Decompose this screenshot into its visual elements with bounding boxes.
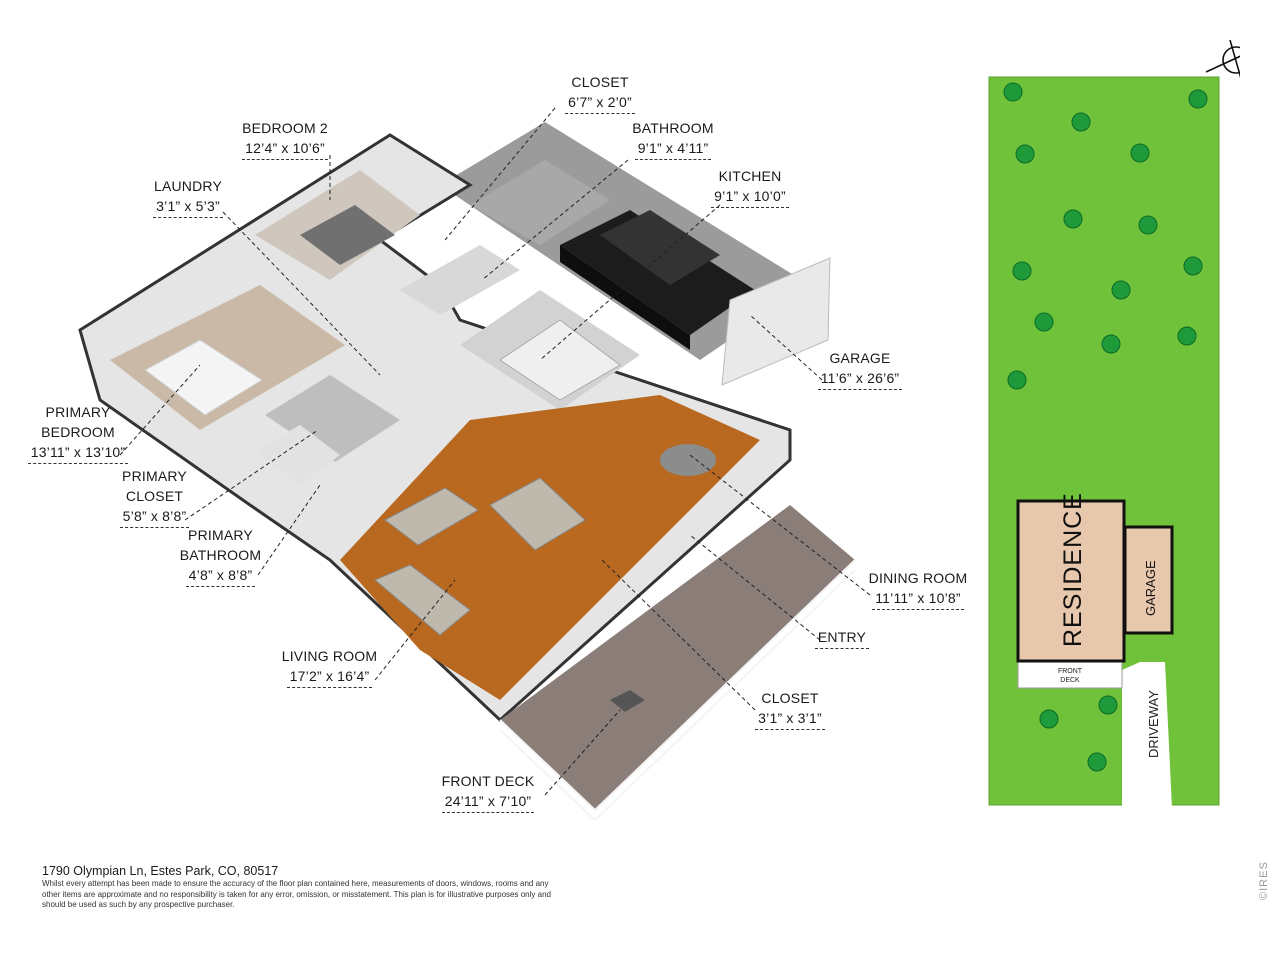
bathroom-floor [400,245,520,315]
room-dimensions: 5’8” x 8’8” [119,506,190,528]
tree-icons [1003,82,1208,772]
room-dimensions: 3’1” x 5’3” [153,196,223,218]
room-name: CLOSET [125,488,184,504]
lawn [988,76,1220,806]
room-label-kitchen: KITCHEN 9’1” x 10’0” [695,166,805,208]
residence-footprint [1016,499,1126,663]
room-dimensions: 24’11” x 7’10” [441,791,535,813]
room-label-front-deck: FRONT DECK 24’11” x 7’10” [428,771,548,813]
room-name: PRIMARY [45,404,111,420]
room-name: KITCHEN [718,168,782,184]
room-dimensions: 17’2” x 16’4” [286,666,373,688]
garage-label: GARAGE [1143,560,1158,616]
room-label-garage: GARAGE 11’6” x 26’6” [805,348,915,390]
dining-table [660,444,716,476]
room-dimensions: 9’1” x 10’0” [711,186,789,208]
room-name: PRIMARY [122,468,187,484]
kitchen-counter [499,319,621,401]
room-dimensions: 4’8” x 8’8” [185,565,256,587]
bedroom2-bed [300,205,395,265]
sofa [374,564,471,636]
deck-railing [499,559,856,821]
room-label-primary-closet: PRIMARY CLOSET 5’8” x 8’8” [102,466,207,528]
driveway [1122,662,1172,808]
room-name: CLOSET [761,690,819,706]
disclaimer: Whilst every attempt has been made to en… [42,879,551,910]
compass-icon [1205,39,1240,78]
leader-lines [119,107,871,796]
site-front-deck-label-2: DECK [1060,677,1080,684]
room-label-living-room: LIVING ROOM 17’2” x 16’4” [272,646,387,688]
room-label-laundry: LAUNDRY 3’1” x 5’3” [138,176,238,218]
site-front-deck-label-1: FRONT [1058,668,1083,675]
room-name: BEDROOM [41,424,115,440]
site-plan: N DRIVEWAY FRONT DECK RESIDENCE GARAGE [988,39,1240,808]
floor-plan-illustration [78,107,871,821]
deck-table [610,690,645,712]
room-name: BATHROOM [179,547,262,563]
room-label-primary-bathroom: PRIMARY BATHROOM 4’8” x 8’8” [168,525,273,587]
room-label-closet-entry: CLOSET 3’1” x 3’1” [745,688,835,730]
room-label-bathroom: BATHROOM 9’1” x 4’11” [618,118,728,160]
room-name: FRONT DECK [441,773,535,789]
room-dimensions: 11’6” x 26’6” [817,368,903,390]
room-name: BEDROOM 2 [242,120,328,136]
site-front-deck [1017,661,1123,689]
sofa [384,487,479,546]
room-label-entry: ENTRY [812,627,872,649]
room-label-primary-bedroom: PRIMARY BEDROOM 13’11” x 13’10” [18,402,138,464]
room-dimensions: 3’1” x 3’1” [755,708,825,730]
front-deck [500,505,855,810]
primary-closet-floor [265,375,400,462]
room-name: DINING ROOM [868,570,968,586]
room-dimensions: 9’1” x 4’11” [634,138,712,160]
room-name: ENTRY [814,627,870,649]
room-name: GARAGE [829,350,891,366]
property-address: 1790 Olympian Ln, Estes Park, CO, 80517 [42,864,279,878]
room-dimensions: 13’11” x 13’10” [27,442,129,464]
room-name: BATHROOM [632,120,714,136]
driveway-label: DRIVEWAY [1146,690,1161,758]
room-dimensions: 6’7” x 2’0” [565,92,635,114]
room-dimensions: 12’4” x 10’6” [242,138,328,160]
vehicle-icon [560,210,755,350]
room-label-bedroom2: BEDROOM 2 12’4” x 10’6” [225,118,345,160]
watermark: ©IRES [1258,861,1270,900]
room-label-closet-top: CLOSET 6’7” x 2’0” [545,72,655,114]
sofa [489,477,586,551]
room-name: PRIMARY [188,527,253,543]
primary-bathroom-floor [255,425,340,485]
room-dimensions: 11’11” x 10’8” [872,588,964,610]
garage-carpet [470,160,610,245]
garage-footprint [1123,525,1174,635]
room-name: LIVING ROOM [281,648,378,664]
room-label-dining-room: DINING ROOM 11’11” x 10’8” [862,568,974,610]
residence-label: RESIDENCE [1059,492,1087,647]
garage-door [721,257,831,386]
room-name: LAUNDRY [153,178,223,194]
primary-bedroom-bed [144,339,263,416]
room-name: CLOSET [571,74,629,90]
